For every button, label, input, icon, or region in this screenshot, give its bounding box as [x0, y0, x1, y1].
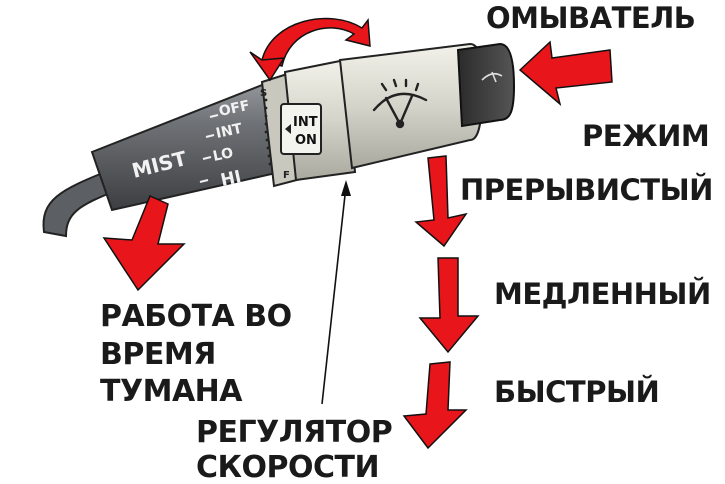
washer-label: ОМЫВАТЕЛЬ — [486, 1, 696, 35]
position-ticks — [199, 114, 219, 183]
rotate-arrow-icon — [249, 17, 371, 82]
fast-label: БЫСТРЫЙ — [494, 375, 660, 409]
hi-marking: HI — [219, 167, 243, 191]
fog-label-line1: РАБОТА ВО — [100, 299, 292, 334]
wiper-icon — [372, 78, 428, 129]
speed-dial-scale — [264, 98, 272, 166]
int-on-marking-line1: INT — [293, 115, 318, 130]
mist-arrow-icon — [102, 195, 186, 292]
intermittent-arrow-icon — [414, 155, 468, 248]
int-on-marking-line2: ON — [295, 133, 317, 148]
fast-arrow-icon — [402, 361, 468, 450]
slow-label: МЕДЛЕННЫЙ — [494, 277, 711, 311]
washer-button-icon — [481, 71, 503, 83]
int-marking: INT — [215, 121, 245, 142]
speed-regulator-pointer — [321, 180, 351, 405]
washer-button — [456, 42, 516, 128]
speed-label-line2: СКОРОСТИ — [196, 450, 380, 484]
dial-s-marking: S — [260, 88, 267, 99]
int-on-pointer-icon — [285, 124, 291, 134]
slow-arrow-icon — [418, 257, 480, 354]
lo-marking: LO — [212, 145, 235, 165]
dial-f-marking: F — [283, 170, 290, 181]
int-on-window — [280, 103, 322, 155]
mode-label: РЕЖИМ — [582, 119, 710, 153]
fog-label-line2: ВРЕМЯ — [100, 337, 216, 372]
intermittent-label: ПРЕРЫВИСТЫЙ — [460, 173, 713, 207]
speed-label-line1: РЕГУЛЯТОР — [196, 415, 393, 450]
off-marking: OFF — [218, 98, 252, 120]
washer-arrow-icon — [518, 40, 613, 107]
fog-label-line3: ТУМАНА — [100, 374, 243, 409]
